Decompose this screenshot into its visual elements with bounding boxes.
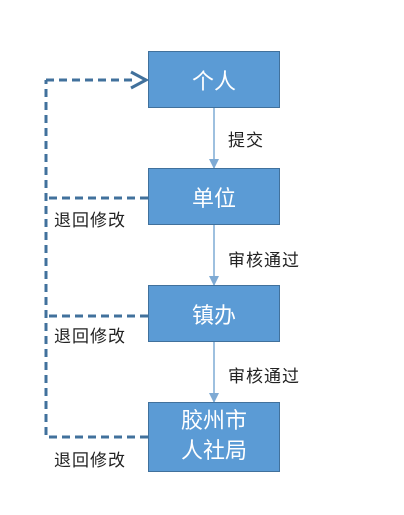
node-city-bureau-line2: 人社局	[180, 439, 247, 464]
node-town-office-label: 镇办	[191, 303, 236, 329]
label-return-town: 退回修改	[54, 327, 126, 347]
label-return-unit: 退回修改	[54, 211, 126, 231]
node-individual-label: 个人	[191, 69, 236, 95]
node-individual: 个人	[148, 51, 280, 108]
node-city-bureau-line1: 胶州市	[180, 409, 247, 434]
label-submit: 提交	[228, 131, 264, 151]
label-approve-2: 审核通过	[228, 367, 300, 387]
label-approve-1: 审核通过	[228, 251, 300, 271]
node-town-office: 镇办	[148, 285, 280, 342]
return-arrowhead-icon	[130, 70, 150, 90]
node-unit: 单位	[148, 168, 280, 225]
label-return-bureau: 退回修改	[54, 451, 126, 471]
node-unit-label: 单位	[191, 186, 236, 212]
return-dashed-spine	[44, 80, 148, 439]
node-city-bureau: 胶州市 人社局	[148, 402, 280, 472]
